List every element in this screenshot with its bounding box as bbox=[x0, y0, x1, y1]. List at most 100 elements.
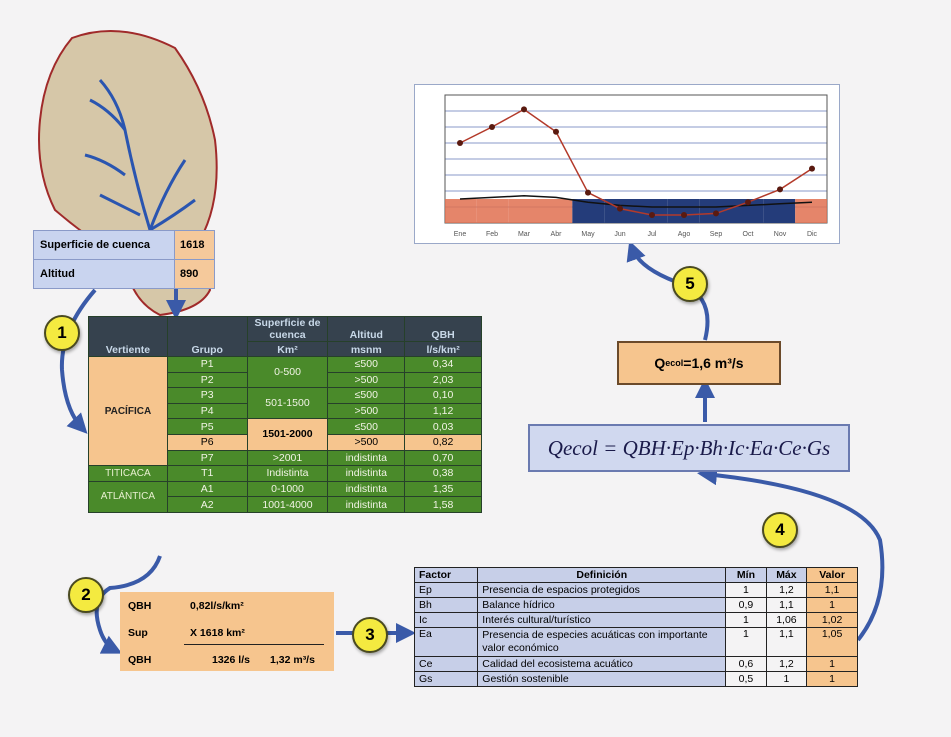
th-min: Mín bbox=[725, 567, 767, 583]
cell-superficie: Indistinta bbox=[246, 465, 329, 482]
th-ls-km2: l/s/km² bbox=[404, 341, 482, 357]
altitude-value: 890 bbox=[175, 260, 214, 288]
cell-factor: Ea bbox=[413, 627, 479, 657]
th-definicion: Definición bbox=[477, 567, 727, 583]
cell-factor: Ep bbox=[413, 582, 479, 598]
cell-grupo: P2 bbox=[166, 371, 248, 389]
basin-data-box: Superficie de cuenca 1618 Altitud 890 bbox=[33, 230, 215, 289]
ecological-flow-formula: Qecol = QBH·Ep·Bh·Ic·Ea·Ce·Gs bbox=[528, 424, 850, 472]
cell-qbh: 1,58 bbox=[404, 496, 482, 513]
step-2-badge: 2 bbox=[68, 577, 104, 613]
calc-label-result: QBH bbox=[128, 654, 152, 666]
cell-min: 1 bbox=[725, 612, 767, 628]
area-value: 1618 bbox=[175, 231, 214, 259]
cell-factor: Bh bbox=[413, 597, 479, 613]
month-band bbox=[445, 199, 477, 223]
table-row: TITICACA T1 Indistinta indistinta 0,38 bbox=[88, 465, 482, 482]
cell-min: 0,5 bbox=[725, 671, 767, 687]
cell-altitud: indistinta bbox=[327, 465, 406, 482]
table-row: Ea Presencia de especies acuáticas con i… bbox=[413, 627, 858, 657]
cell-altitud: ≤500 bbox=[327, 356, 406, 373]
result-sub: ecol bbox=[665, 358, 684, 368]
cell-min: 1 bbox=[725, 627, 767, 657]
month-band bbox=[476, 199, 509, 223]
cell-factor: Ce bbox=[413, 656, 479, 672]
th-km2: Km² bbox=[246, 341, 329, 357]
cell-qbh: 0,34 bbox=[404, 356, 482, 373]
cell-valor: 1 bbox=[806, 656, 858, 672]
table-row: Ep Presencia de espacios protegidos 1 1,… bbox=[413, 582, 858, 598]
result-q: Q bbox=[654, 355, 666, 371]
cell-max: 1,2 bbox=[765, 656, 808, 672]
cell-valor: 1 bbox=[806, 597, 858, 613]
cell-grupo: P7 bbox=[166, 449, 248, 467]
x-tick-label: Jun bbox=[614, 231, 625, 238]
cell-qbh: 1,12 bbox=[404, 402, 482, 420]
cell-max: 1,1 bbox=[765, 597, 808, 613]
x-tick-label: Abr bbox=[551, 231, 563, 238]
data-point bbox=[457, 140, 463, 146]
cell-valor: 1,1 bbox=[806, 582, 858, 598]
x-tick-label: Dic bbox=[807, 231, 818, 238]
calc-value-qbh: 0,82l/s/km² bbox=[190, 600, 244, 612]
data-point bbox=[809, 165, 815, 172]
th-grupo: Grupo bbox=[166, 316, 248, 357]
month-band bbox=[540, 199, 573, 223]
area-label: Superficie de cuenca bbox=[34, 231, 175, 259]
calc-label-sup: Sup bbox=[128, 627, 148, 639]
data-point bbox=[777, 186, 783, 193]
table-row: P4 >500 1,12 bbox=[89, 402, 482, 420]
th-factor: Factor bbox=[413, 567, 479, 583]
cell-factor: Gs bbox=[413, 671, 479, 687]
series-line-2 bbox=[459, 195, 813, 208]
data-point bbox=[649, 212, 655, 218]
factor-table: Factor Definición Mín Máx Valor Ep Prese… bbox=[413, 567, 858, 687]
cell-superficie: 0-1000 bbox=[246, 480, 329, 498]
cell-altitud: indistinta bbox=[327, 496, 406, 513]
result-value: =1,6 m³/s bbox=[683, 355, 744, 371]
cell-superficie: 501-1500 bbox=[246, 387, 329, 420]
table-row: A2 1001-4000 indistinta 1,58 bbox=[89, 496, 482, 513]
qbh-calculation-box: QBH 0,82l/s/km² Sup X 1618 km² QBH 1326 … bbox=[120, 592, 334, 671]
table-row: P3 501-1500 ≤500 0,10 bbox=[89, 387, 482, 420]
cell-max: 1,1 bbox=[765, 627, 808, 657]
cell-max: 1,06 bbox=[765, 612, 808, 628]
cell-altitud: indistinta bbox=[327, 449, 406, 467]
cell-max: 1 bbox=[765, 671, 808, 687]
step-3-badge: 3 bbox=[352, 617, 388, 653]
data-point bbox=[553, 128, 559, 135]
step-1-badge: 1 bbox=[44, 315, 80, 351]
cell-qbh: 2,03 bbox=[404, 371, 482, 389]
cell-grupo: P4 bbox=[166, 402, 248, 420]
cell-altitud: >500 bbox=[327, 402, 406, 420]
table-row: ATLÁNTICA A1 0-1000 indistinta 1,35 bbox=[88, 480, 482, 513]
cell-vertiente: PACÍFICA bbox=[88, 355, 168, 467]
table-row: PACÍFICA P1 0-500 ≤500 0,34 bbox=[88, 355, 482, 467]
th-msnm: msnm bbox=[327, 341, 406, 357]
river-network bbox=[84, 78, 196, 232]
cell-min: 0,9 bbox=[725, 597, 767, 613]
cell-qbh: 0,10 bbox=[404, 387, 482, 404]
data-point bbox=[617, 205, 623, 212]
x-tick-label: May bbox=[581, 231, 595, 238]
th-vertiente: Vertiente bbox=[88, 316, 168, 357]
th-superficie: Superficie de cuenca bbox=[246, 316, 329, 342]
calc-value-sup: X 1618 km² bbox=[190, 627, 245, 639]
cell-min: 1 bbox=[725, 582, 767, 598]
cell-qbh: 0,03 bbox=[404, 418, 482, 435]
x-tick-label: Ene bbox=[454, 231, 467, 238]
x-tick-label: Nov bbox=[774, 231, 787, 238]
step-5-badge: 5 bbox=[672, 266, 708, 302]
series-line-1 bbox=[459, 108, 813, 216]
arrow-factors-to-formula bbox=[697, 465, 885, 642]
table-row: Ic Interés cultural/turístico 1 1,06 1,0… bbox=[413, 612, 858, 628]
th-qbh: QBH bbox=[404, 316, 482, 342]
x-tick-label: Mar bbox=[518, 231, 531, 238]
cell-qbh: 0,70 bbox=[404, 449, 482, 467]
cell-grupo: A1 bbox=[166, 480, 248, 498]
cell-superficie: >2001 bbox=[246, 449, 329, 467]
cell-altitud: ≤500 bbox=[327, 387, 406, 404]
month-band bbox=[636, 199, 668, 223]
